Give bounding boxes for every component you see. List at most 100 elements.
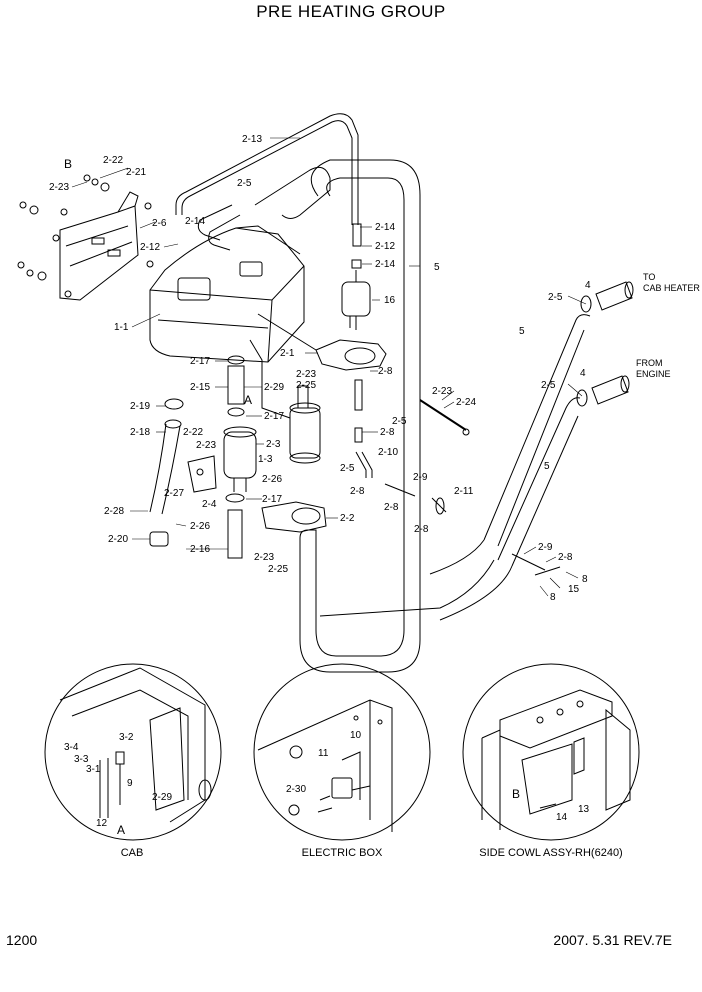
callout-2-25: 2-25	[268, 564, 288, 575]
callout-2-8: 2-8	[378, 366, 393, 377]
revision-date: 2007. 5.31 REV.7E	[553, 932, 672, 948]
callout-2-2: 2-2	[340, 513, 355, 524]
callout-2-8: 2-8	[350, 486, 365, 497]
callout-2-17: 2-17	[262, 494, 282, 505]
callout-3-4: 3-4	[64, 742, 79, 753]
callout-11: 11	[318, 748, 329, 759]
callout-2-9: 2-9	[538, 542, 553, 553]
page-title: PRE HEATING GROUP	[256, 2, 446, 21]
hose-5-from-engine	[439, 397, 581, 621]
callout-1-1: 1-1	[114, 322, 129, 333]
callout-2-5: 2-5	[237, 178, 252, 189]
caption-cab: CAB	[121, 847, 144, 859]
callout-10: 10	[350, 730, 362, 741]
callout-2-14: 2-14	[375, 222, 395, 233]
callout-5: 5	[519, 326, 525, 337]
callout-from: FROM	[636, 358, 663, 368]
callout-cab-heater: CAB HEATER	[643, 283, 700, 293]
callout-2-9: 2-9	[413, 472, 428, 483]
callout-3-2: 3-2	[119, 732, 134, 743]
clamp-2-2	[261, 501, 327, 533]
callout-a: A	[244, 393, 252, 407]
callout-2-17: 2-17	[264, 411, 284, 422]
connector-4-engine	[576, 375, 630, 407]
callout-2-29: 2-29	[152, 792, 172, 803]
callout-2-5: 2-5	[548, 292, 563, 303]
callout-5: 5	[544, 461, 550, 472]
callout-2-12: 2-12	[140, 242, 160, 253]
callout-b: B	[64, 157, 72, 171]
callout-2-22: 2-22	[103, 155, 123, 166]
callout-2-10: 2-10	[378, 447, 398, 458]
callout-2-23: 2-23	[296, 369, 316, 380]
callout-2-23: 2-23	[254, 552, 274, 563]
callout-2-24: 2-24	[456, 397, 476, 408]
callout-3-1: 3-1	[86, 764, 101, 775]
callout-a-cab: A	[117, 823, 125, 837]
callout-1-3: 1-3	[258, 454, 273, 465]
callout-16: 16	[384, 295, 396, 306]
callout-3-3: 3-3	[74, 754, 89, 765]
callout-2-20: 2-20	[108, 534, 128, 545]
callout-2-23: 2-23	[196, 440, 216, 451]
callout-9: 9	[127, 778, 133, 789]
callout-2-3: 2-3	[266, 439, 281, 450]
callout-8: 8	[582, 574, 588, 585]
callout-2-17: 2-17	[190, 356, 210, 367]
heater-unit-1-1	[149, 225, 305, 363]
callout-2-5: 2-5	[392, 416, 407, 427]
pipe-2-15	[227, 355, 245, 417]
pump-16	[341, 223, 371, 330]
muffler-2-3	[223, 426, 257, 492]
callout-2-8: 2-8	[384, 502, 399, 513]
hose-5-to-cab-heater	[319, 314, 591, 617]
callout-2-8: 2-8	[380, 427, 395, 438]
hose-2-13	[175, 113, 359, 225]
detail-side-cowl	[462, 663, 640, 841]
callout-2-5: 2-5	[340, 463, 355, 474]
callout-labels: 2-13 B 2-22 2-21 2-23 2-5 2-14 2-6 2-12 …	[49, 134, 700, 859]
callout-13: 13	[578, 804, 590, 815]
connector-4-cab	[580, 281, 634, 313]
pipe-2-18	[149, 398, 184, 547]
callout-2-15: 2-15	[190, 382, 210, 393]
detail-electric-box	[253, 663, 431, 841]
callout-14: 14	[556, 812, 568, 823]
leader-lines	[71, 137, 587, 597]
pipe-2-16	[225, 493, 245, 559]
callout-2-29: 2-29	[264, 382, 284, 393]
callout-2-13: 2-13	[242, 134, 262, 145]
bracket-2-6	[17, 174, 154, 301]
valve-1-3	[249, 339, 321, 464]
callout-2-14: 2-14	[185, 216, 205, 227]
callout-2-12: 2-12	[375, 241, 395, 252]
callout-to: TO	[643, 272, 655, 282]
callout-2-30: 2-30	[286, 784, 306, 795]
callout-2-22: 2-22	[183, 427, 203, 438]
callout-2-28: 2-28	[104, 506, 124, 517]
page-number: 1200	[6, 932, 38, 948]
callout-2-23: 2-23	[432, 386, 452, 397]
detail-cab	[44, 663, 222, 841]
callout-4: 4	[580, 368, 586, 379]
callout-2-18: 2-18	[130, 427, 150, 438]
callout-2-4: 2-4	[202, 499, 217, 510]
callout-8: 8	[550, 592, 556, 603]
upper-hose	[197, 166, 331, 251]
callout-b-cowl: B	[512, 787, 520, 801]
callout-15: 15	[568, 584, 580, 595]
callout-5: 5	[434, 262, 440, 273]
callout-12: 12	[96, 818, 108, 829]
callout-2-5: 2-5	[541, 380, 556, 391]
bracket-2-1	[257, 313, 387, 371]
callout-2-26: 2-26	[262, 474, 282, 485]
callout-2-6: 2-6	[152, 218, 167, 229]
callout-2-1: 2-1	[280, 348, 295, 359]
callout-2-16: 2-16	[190, 544, 210, 555]
callout-engine: ENGINE	[636, 369, 671, 379]
callout-2-27: 2-27	[164, 488, 184, 499]
callout-2-11: 2-11	[454, 486, 474, 497]
caption-side-cowl: SIDE COWL ASSY-RH(6240)	[479, 847, 622, 859]
